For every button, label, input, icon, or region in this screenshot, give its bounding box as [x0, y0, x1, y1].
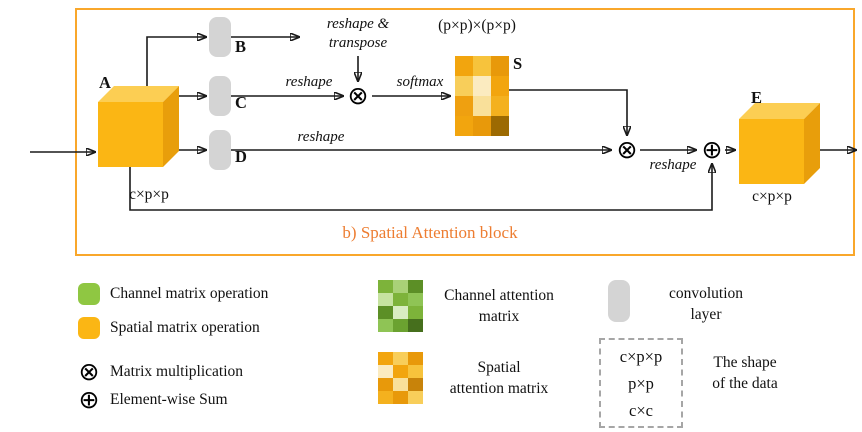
matrix-cell — [408, 306, 423, 319]
matrix-cell — [491, 76, 509, 96]
softmax-label: softmax — [396, 74, 444, 90]
reshape-transpose-line2: transpose — [328, 35, 388, 51]
matrix-cell — [378, 352, 393, 365]
matrix-cell — [378, 365, 393, 378]
node-s-label: S — [513, 54, 523, 73]
legend-matmul-label: Matrix multiplication — [110, 363, 244, 380]
matrix-cell — [378, 378, 393, 391]
matrix-cell — [393, 365, 408, 378]
matrix-cell — [455, 116, 473, 136]
legend-channel-swatch — [78, 283, 100, 305]
matmul2-icon: ⊗ — [614, 137, 640, 163]
legend-matmul-icon: ⊗ — [76, 359, 102, 385]
spatial-matrix-label-line1: Spatial — [477, 359, 521, 376]
block-caption: b) Spatial Attention block — [342, 223, 518, 242]
spatial-matrix-label: Spatial attention matrix — [424, 357, 574, 399]
spatial-attention-frame — [75, 8, 855, 256]
shape-box-label-line2: of the data — [712, 375, 778, 392]
node-b-label: B — [235, 37, 247, 56]
reshape-transpose-label: reshape & transpose — [306, 15, 410, 53]
shape-box-label-line1: The shape — [713, 354, 777, 371]
legend-spatial-label: Spatial matrix operation — [110, 319, 260, 336]
conv-layer-c — [209, 76, 231, 116]
node-c-label: C — [235, 93, 247, 112]
reshape-out-label: reshape — [649, 157, 697, 173]
legend-sum-label: Element-wise Sum — [110, 391, 228, 408]
matrix-cell — [473, 56, 491, 76]
matrix-cell — [473, 96, 491, 116]
channel-matrix-label-line2: matrix — [478, 308, 520, 325]
spatial-attention-matrix — [378, 352, 423, 404]
legend-sum-icon: ⊕ — [76, 387, 102, 413]
matrix-cell — [491, 56, 509, 76]
channel-matrix-label: Channel attention matrix — [424, 285, 574, 327]
matrix-cell — [393, 391, 408, 404]
matrix-cell — [408, 293, 423, 306]
matrix-cell — [393, 319, 408, 332]
matrix-cell — [473, 116, 491, 136]
matrix-cell — [393, 306, 408, 319]
matrix-cell — [408, 378, 423, 391]
s-attention-matrix — [455, 56, 509, 136]
matrix-cell — [393, 352, 408, 365]
legend-conv-label: convolution layer — [636, 283, 776, 325]
legend-conv-label-line2: layer — [690, 306, 722, 323]
reshape-transpose-line1: reshape & — [326, 16, 390, 32]
channel-attention-matrix — [378, 280, 423, 332]
node-a-label: A — [99, 73, 111, 92]
shape-e-label: c×p×p — [752, 188, 792, 205]
matrix-cell — [408, 352, 423, 365]
node-d-label: D — [235, 147, 247, 166]
matrix-cell — [491, 96, 509, 116]
matrix-cell — [408, 391, 423, 404]
conv-layer-d — [209, 130, 231, 170]
shape-box-item-2: p×p — [628, 373, 654, 393]
matrix-cell — [378, 319, 393, 332]
legend-conv-label-line1: convolution — [668, 285, 744, 302]
matrix-cell — [378, 293, 393, 306]
matrix-cell — [491, 116, 509, 136]
matrix-cell — [393, 378, 408, 391]
matmul1-icon: ⊗ — [345, 83, 371, 109]
matrix-cell — [408, 280, 423, 293]
legend-conv-swatch — [608, 280, 630, 322]
legend-spatial-swatch — [78, 317, 100, 339]
spatial-matrix-label-line2: attention matrix — [449, 380, 549, 397]
reshape-d-label: reshape — [297, 129, 345, 145]
shape-box-label: The shape of the data — [686, 352, 804, 394]
matrix-cell — [455, 76, 473, 96]
matrix-cell — [455, 56, 473, 76]
reshape-c-label: reshape — [285, 74, 333, 90]
channel-matrix-label-line1: Channel attention — [444, 287, 554, 304]
matrix-cell — [378, 306, 393, 319]
matrix-cell — [393, 293, 408, 306]
shape-box: c×p×p p×p c×c — [599, 338, 683, 428]
matrix-cell — [408, 319, 423, 332]
matrix-cell — [393, 280, 408, 293]
shape-a-label: c×p×p — [129, 186, 169, 203]
legend-channel-label: Channel matrix operation — [110, 285, 269, 302]
conv-layer-b — [209, 17, 231, 57]
matrix-cell — [378, 280, 393, 293]
matrix-cell — [408, 365, 423, 378]
node-e-label: E — [751, 88, 763, 107]
shape-box-item-3: c×c — [629, 400, 653, 420]
matrix-cell — [378, 391, 393, 404]
matrix-cell — [455, 96, 473, 116]
shape-box-item-1: c×p×p — [619, 346, 663, 366]
s-dims-label: (p×p)×(p×p) — [438, 17, 516, 34]
sum-icon: ⊕ — [699, 137, 725, 163]
matrix-cell — [473, 76, 491, 96]
